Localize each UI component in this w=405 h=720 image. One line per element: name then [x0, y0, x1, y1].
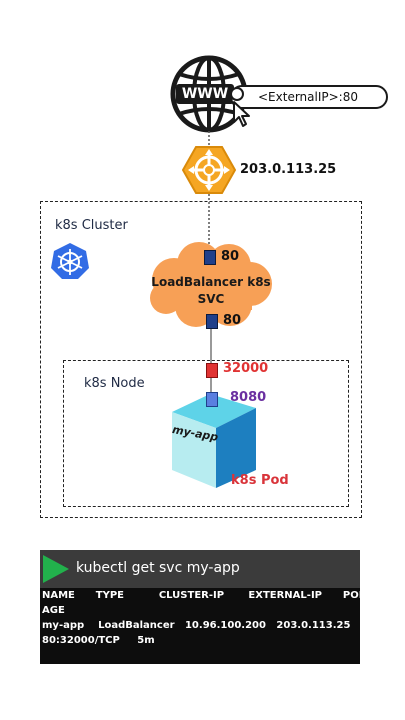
- search-icon: [228, 84, 250, 106]
- service-label-line2: SVC: [197, 292, 225, 306]
- terminal-line: 80:32000/TCP 5m: [42, 635, 155, 646]
- pod-cube-icon: [168, 392, 258, 488]
- service-port-in-label: 80: [221, 249, 240, 264]
- service-port-in: [204, 250, 216, 265]
- k8s-node-boundary: [63, 360, 349, 507]
- play-icon: [42, 554, 70, 584]
- terminal-command: kubectl get svc my-app: [76, 560, 240, 576]
- node-title: k8s Node: [84, 376, 145, 391]
- cursor-icon: [232, 100, 252, 128]
- address-bar[interactable]: <ExternalIP>:80: [230, 85, 388, 109]
- service-port-out-label: 80: [223, 313, 242, 328]
- kubernetes-icon: [50, 242, 90, 280]
- www-label: WWW: [176, 84, 234, 104]
- pod-port-label: 8080: [230, 390, 267, 405]
- cluster-title: k8s Cluster: [55, 218, 128, 233]
- terminal-panel: kubectl get svc my-app NAME TYPE CLUSTER…: [40, 550, 389, 664]
- terminal-line: NAME TYPE CLUSTER-IP EXTERNAL-IP PORT(S): [42, 590, 390, 601]
- pod-port: [206, 392, 218, 407]
- terminal-line: my-app LoadBalancer 10.96.100.200 203.0.…: [42, 620, 351, 631]
- address-text: <ExternalIP>:80: [258, 90, 358, 104]
- gateway-router-icon: [181, 145, 237, 195]
- k8s-cluster-boundary: [40, 201, 362, 518]
- terminal-output: NAME TYPE CLUSTER-IP EXTERNAL-IP PORT(S)…: [40, 588, 389, 664]
- service-label: LoadBalancer k8s SVC: [150, 274, 272, 308]
- pod-label: k8s Pod: [231, 473, 289, 488]
- terminal-header: kubectl get svc my-app: [40, 550, 360, 588]
- terminal-line: AGE: [42, 605, 65, 616]
- node-port-label: 32000: [223, 361, 269, 376]
- service-port-out: [206, 314, 218, 329]
- external-ip-label: 203.0.113.25: [240, 162, 337, 177]
- node-port: [206, 363, 218, 378]
- service-label-line1: LoadBalancer k8s: [151, 275, 271, 289]
- loadbalancer-cloud: [144, 240, 276, 328]
